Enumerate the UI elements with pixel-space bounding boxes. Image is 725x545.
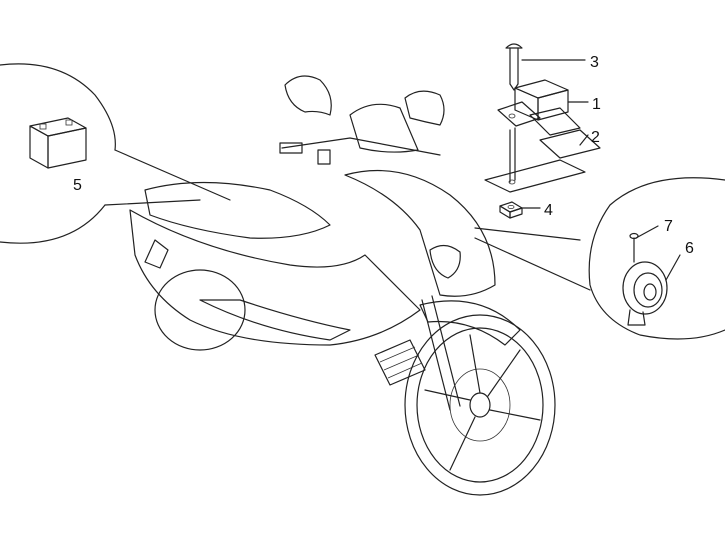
horn-part xyxy=(622,261,668,326)
scooter-illustration xyxy=(129,75,556,496)
horn-screw-part xyxy=(629,232,639,263)
bracket-part xyxy=(484,107,601,193)
callout-label-6: 6 xyxy=(685,240,694,257)
battery-leader-bottom xyxy=(104,199,201,206)
callout-label-1: 1 xyxy=(592,96,601,113)
callout-label-2: 2 xyxy=(591,129,600,146)
battery-detail-callout xyxy=(0,63,231,244)
leader-lines xyxy=(521,59,681,281)
callout-label-3: 3 xyxy=(590,54,599,71)
horn-leader-bottom xyxy=(474,237,591,291)
callout-label-5: 5 xyxy=(73,177,82,194)
callout-label-7: 7 xyxy=(664,218,673,235)
battery-part xyxy=(29,117,87,169)
horn-detail-callout xyxy=(474,177,725,340)
clip-nut-part xyxy=(499,201,523,219)
callout-label-4: 4 xyxy=(544,202,553,219)
horn-leader-top xyxy=(474,227,581,241)
screw-part xyxy=(505,43,523,91)
battery-leader-top xyxy=(114,149,231,201)
relay-part xyxy=(497,79,569,127)
